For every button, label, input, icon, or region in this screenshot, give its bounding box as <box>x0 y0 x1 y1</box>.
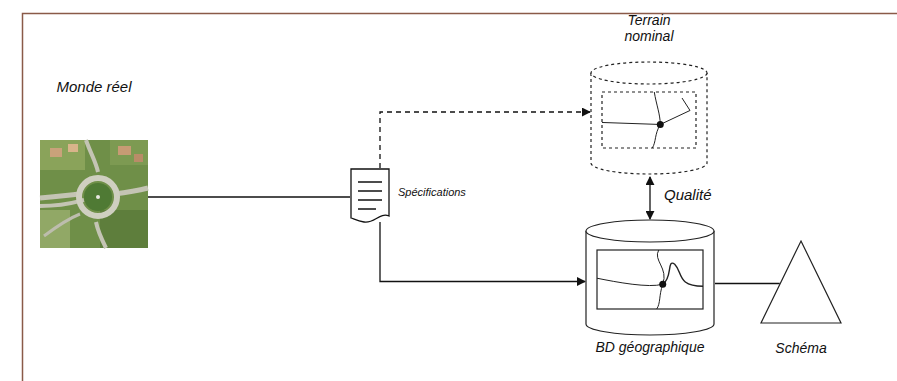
node-label: Terrain nominal <box>609 12 689 44</box>
nominal-cylinder: Terrain nominal <box>590 62 708 174</box>
connector <box>380 222 585 282</box>
database-cylinder: BD géographique <box>585 220 715 335</box>
dashed-arrow <box>380 112 590 168</box>
schema-triangle: Schéma <box>760 240 842 324</box>
node-label: BD géographique <box>595 339 705 355</box>
photo-node: Monde réel <box>40 140 148 248</box>
database-cylinder <box>590 62 708 174</box>
document-icon <box>350 168 390 226</box>
aerial-photo <box>40 140 148 248</box>
document-node: Spécifications <box>350 168 390 226</box>
connector <box>649 177 650 219</box>
connector <box>715 283 780 284</box>
database-cylinder <box>585 220 715 335</box>
connector <box>148 196 350 197</box>
node-label: Spécifications <box>398 186 508 199</box>
node-label: Schéma <box>751 340 851 356</box>
frame-rect <box>23 14 897 381</box>
node-label: Monde réel <box>54 78 134 95</box>
triangle-shape <box>760 240 842 324</box>
edge-label: Qualité <box>662 186 714 203</box>
